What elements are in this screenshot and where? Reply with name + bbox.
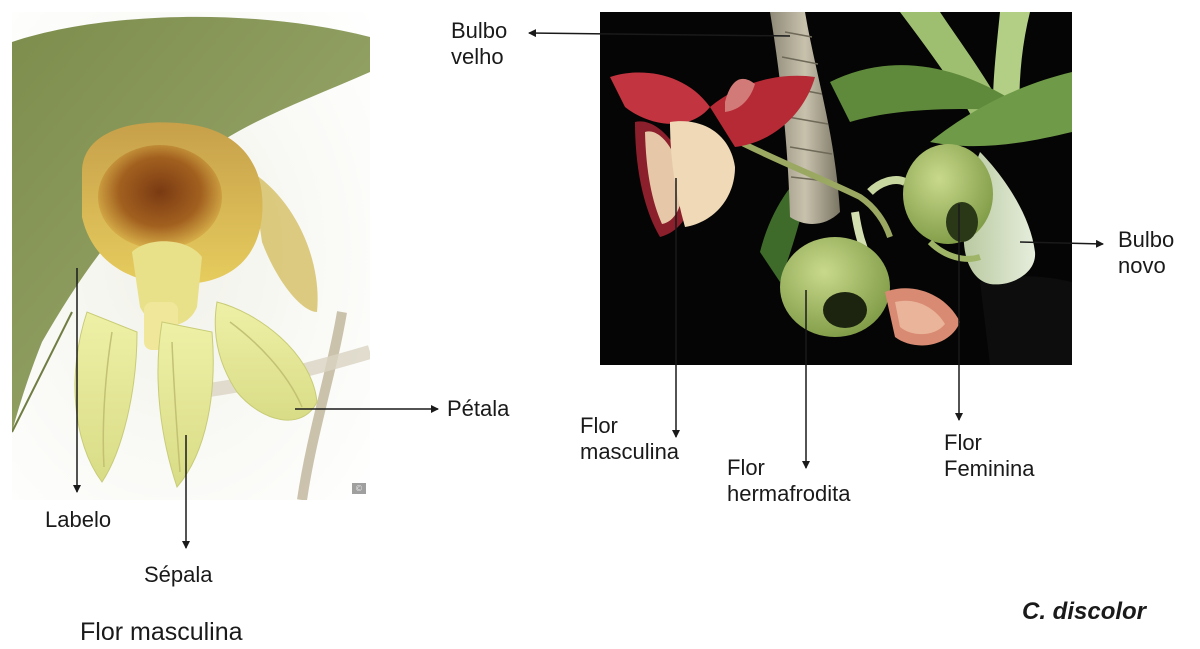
caption-c-discolor: C. discolor: [1022, 599, 1146, 625]
label-bulbo-novo-line1: Bulbo: [1118, 227, 1174, 253]
label-flor-hermafrodita-line1: Flor: [727, 455, 851, 481]
label-bulbo-velho-line1: Bulbo: [451, 18, 507, 44]
label-sepala: Sépala: [144, 562, 213, 588]
label-bulbo-velho-line2: velho: [451, 44, 507, 70]
label-bulbo-novo-line2: novo: [1118, 253, 1174, 279]
male-flower-photo: ©: [12, 12, 370, 500]
label-flor-masculina-line2: masculina: [580, 439, 679, 465]
label-bulbo-velho: Bulbo velho: [451, 18, 507, 70]
label-petala: Pétala: [447, 396, 509, 422]
label-labelo: Labelo: [45, 507, 111, 533]
caption-flor-masculina: Flor masculina: [80, 619, 243, 645]
c-discolor-illustration: [600, 12, 1072, 365]
label-flor-feminina-line2: Feminina: [944, 456, 1034, 482]
label-bulbo-novo: Bulbo novo: [1118, 227, 1174, 279]
male-flower-illustration: [12, 12, 370, 500]
c-discolor-photo: [600, 12, 1072, 365]
label-flor-masculina-line1: Flor: [580, 413, 679, 439]
label-flor-feminina-line1: Flor: [944, 430, 1034, 456]
label-flor-hermafrodita-line2: hermafrodita: [727, 481, 851, 507]
label-flor-masculina: Flor masculina: [580, 413, 679, 465]
label-flor-hermafrodita: Flor hermafrodita: [727, 455, 851, 507]
label-flor-feminina: Flor Feminina: [944, 430, 1034, 482]
photo-watermark: ©: [352, 483, 366, 494]
